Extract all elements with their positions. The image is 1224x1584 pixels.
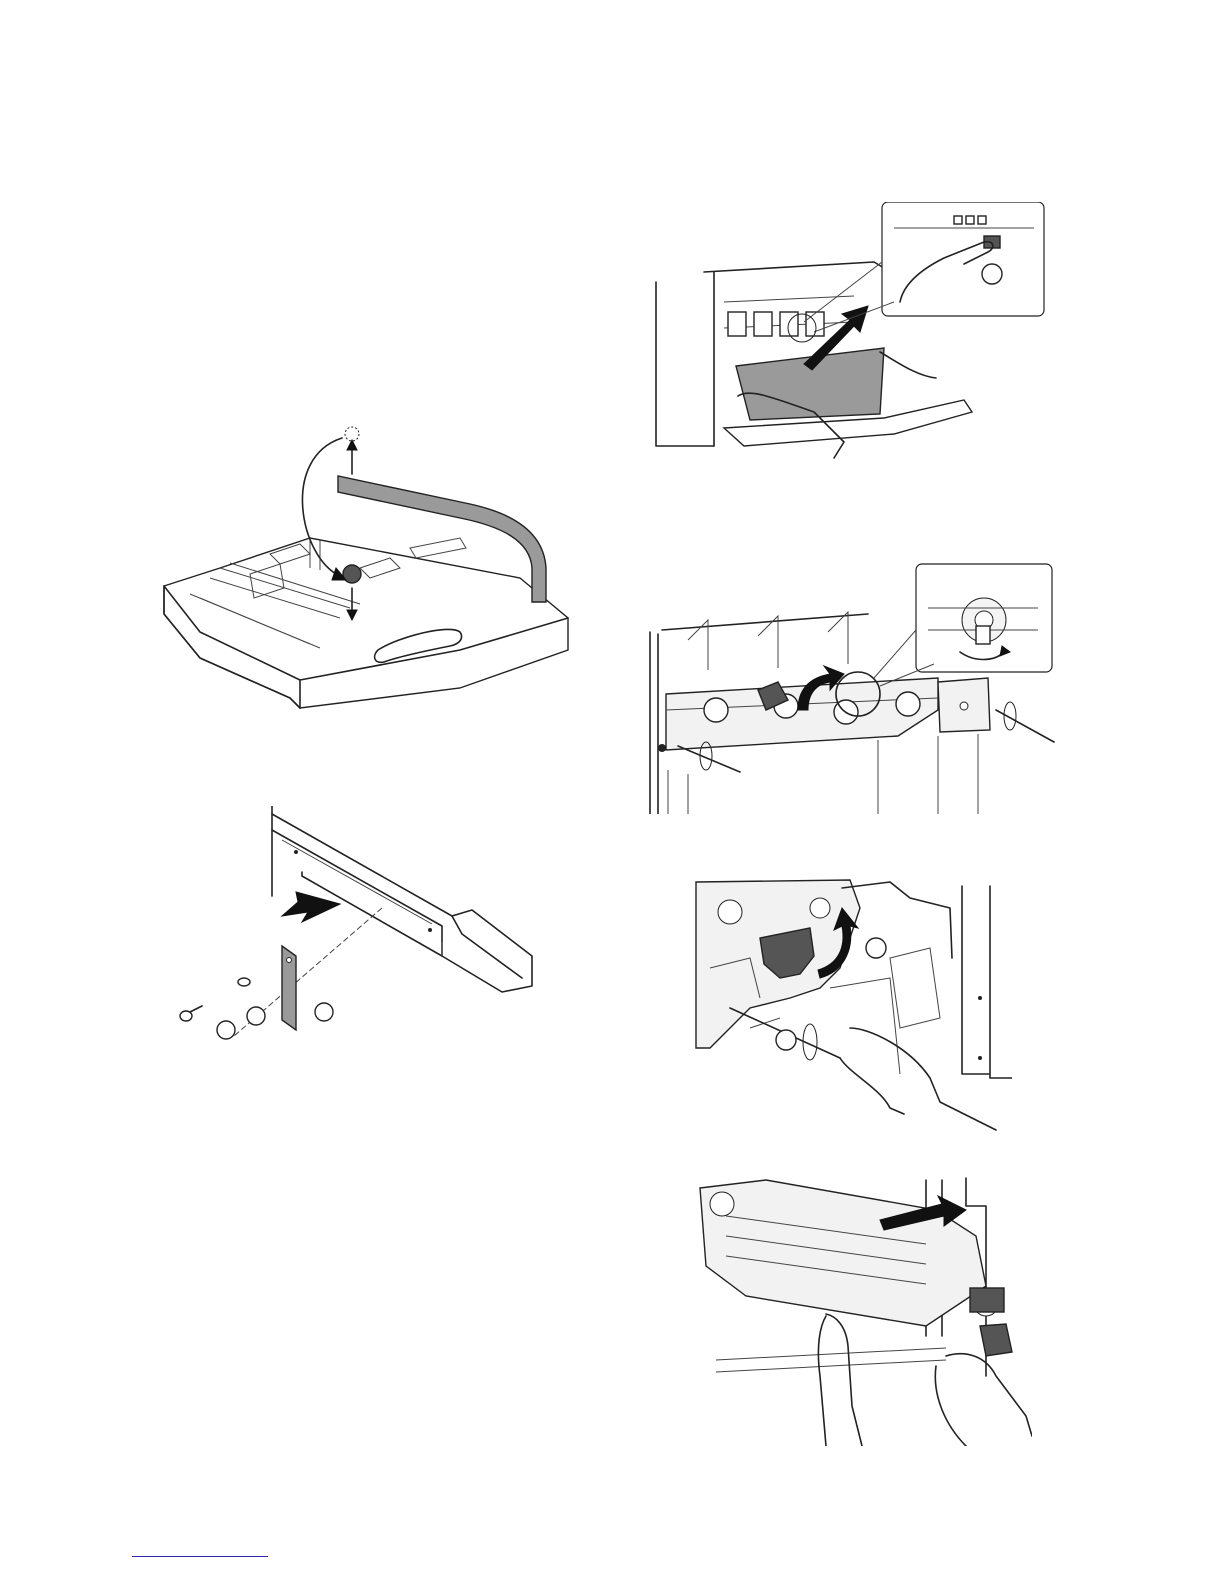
front-cover-opening-illustration <box>654 202 1046 460</box>
fixing-lever-release-illustration <box>690 878 1012 1134</box>
footer-link-underline[interactable] <box>132 1556 268 1557</box>
unit-pull-out-figure <box>686 1176 1032 1446</box>
side-plate-screw-washer-illustration <box>172 806 552 1042</box>
paper-tray-roller-replacement-illustration <box>160 418 580 710</box>
unit-pull-out-illustration <box>686 1176 1032 1446</box>
front-cover-figure <box>654 202 1046 460</box>
paper-tray-figure <box>160 418 580 710</box>
fixing-lever-figure <box>690 878 1012 1134</box>
side-plate-figure <box>172 806 552 1042</box>
process-unit-screws-illustration <box>648 560 1058 814</box>
process-units-figure <box>648 560 1058 814</box>
